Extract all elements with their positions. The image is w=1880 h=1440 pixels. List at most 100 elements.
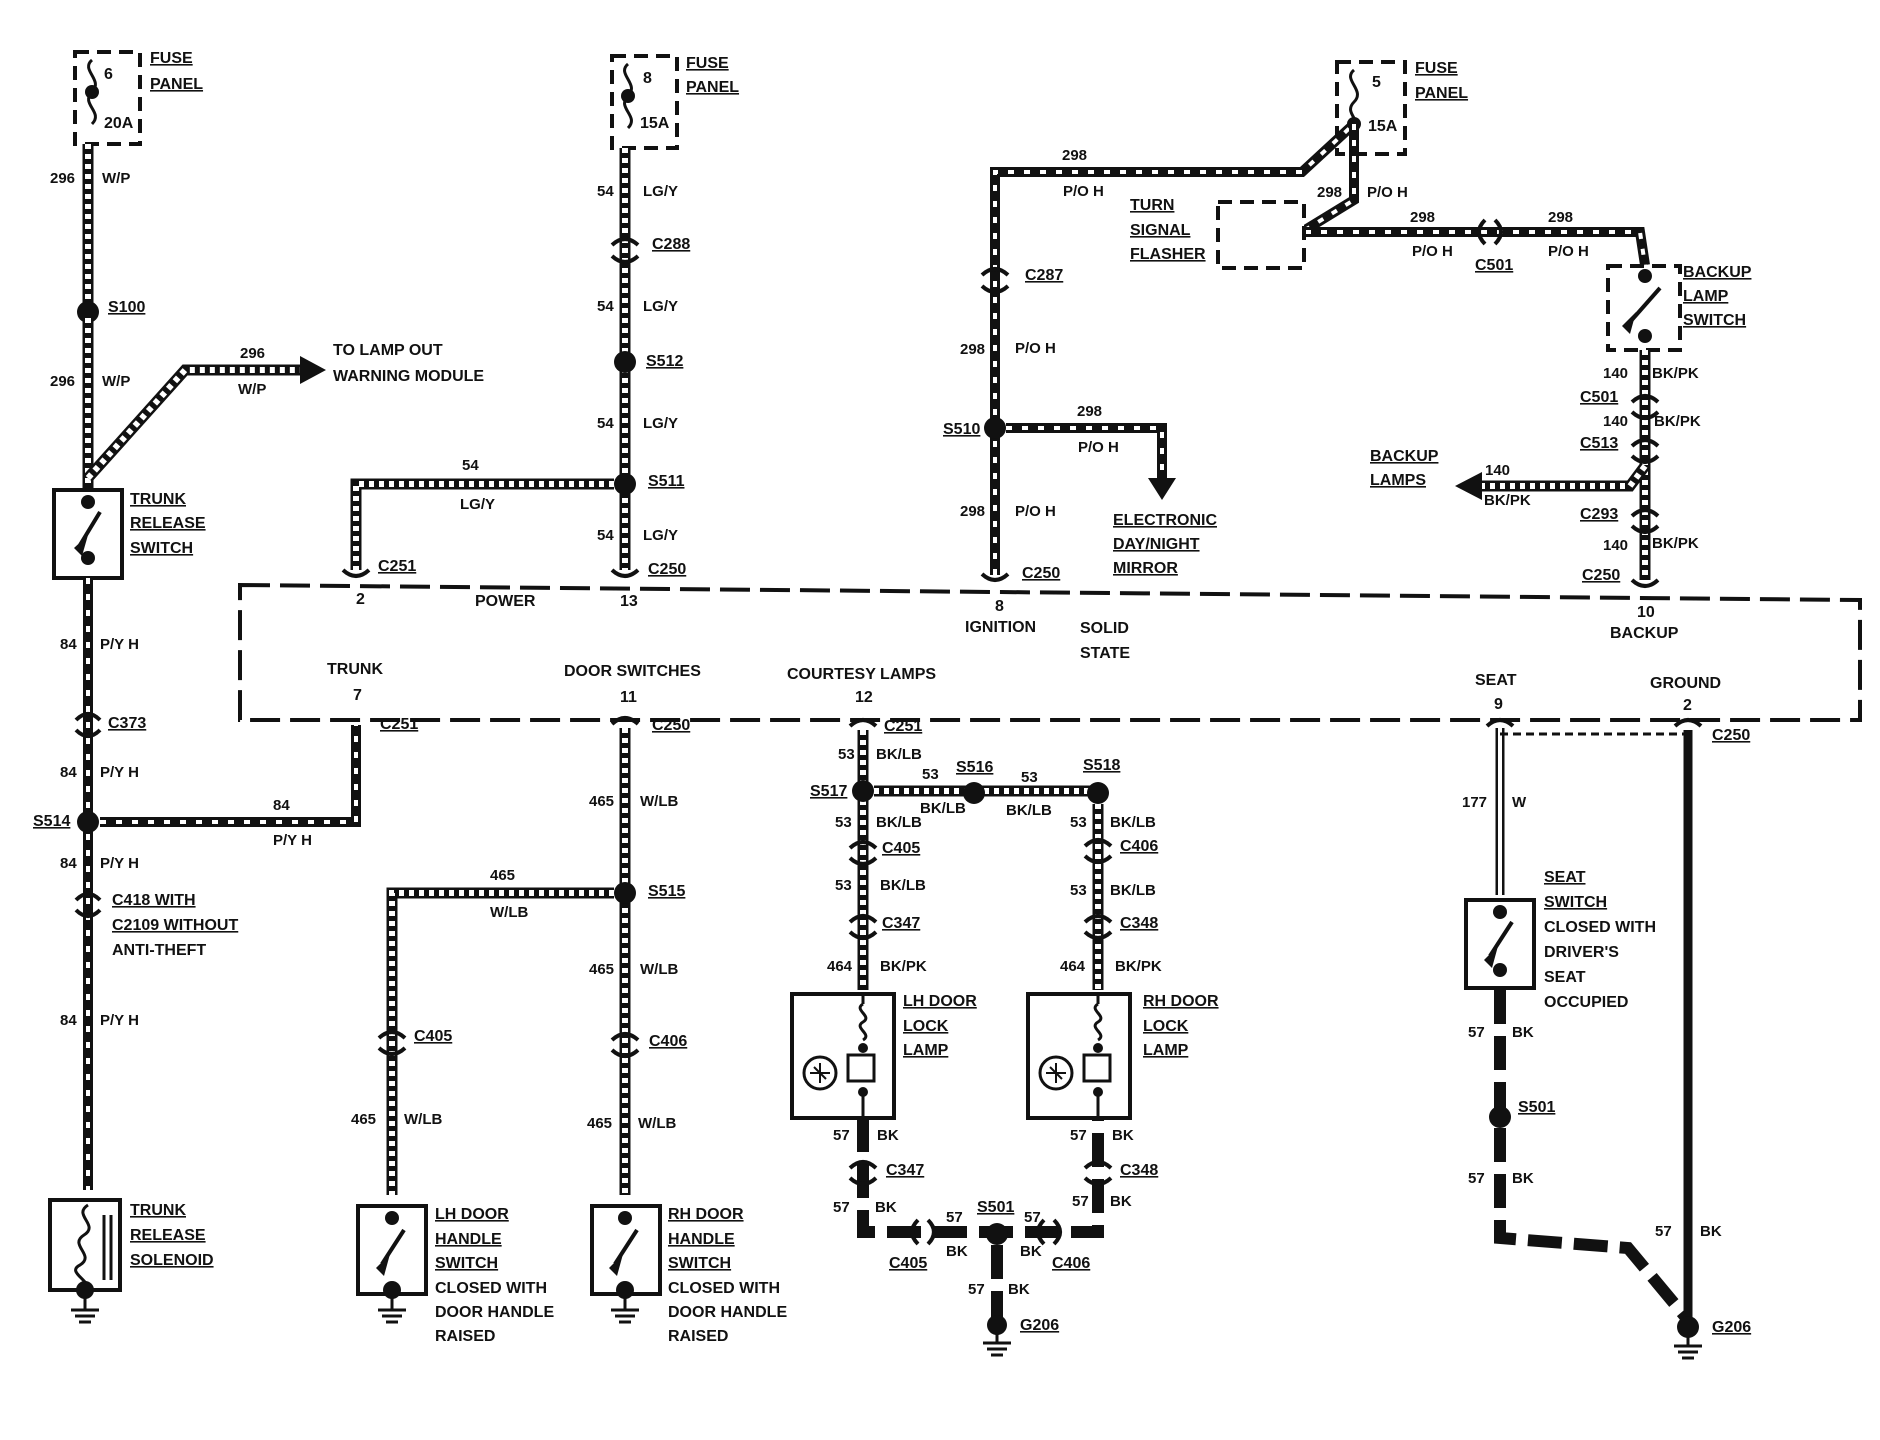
pin-7: 7: [353, 687, 362, 704]
c406-lamp-label: C406: [1120, 838, 1158, 855]
c501-flasher-label: C501: [1475, 257, 1513, 274]
arrow-mirror: [1148, 478, 1176, 500]
connector-c406-lamp: [1083, 838, 1113, 864]
rh-handle-label-3: SWITCH: [668, 1255, 731, 1272]
seat-sw-label-6: OCCUPIED: [1544, 994, 1628, 1011]
wire-57-num-6: 57: [1072, 1193, 1089, 1210]
rh-door-handle-switch: [590, 1204, 662, 1299]
connector-c513: [1630, 438, 1660, 464]
lh-handle-label-2: HANDLE: [435, 1231, 502, 1248]
seat-sw-label-2: SWITCH: [1544, 894, 1607, 911]
fuse-5-label-2: PANEL: [1415, 85, 1468, 102]
lamp-out-label-2: WARNING MODULE: [333, 368, 484, 385]
fuse-8-label-1: FUSE: [686, 55, 729, 72]
lh-door-lock-lamp: [790, 992, 896, 1120]
wire-298-num-3: 298: [1077, 403, 1102, 420]
connector-c373: [74, 712, 102, 738]
connector-c250-pin13: [610, 568, 640, 578]
c348-lower-label: C348: [1120, 1162, 1158, 1179]
wire-57-color-6: BK: [1110, 1193, 1132, 1210]
wire-296-num-3: 296: [240, 345, 265, 362]
wire-53-color-7: BK/LB: [1110, 882, 1156, 899]
wire-53-num-3: 53: [1021, 769, 1038, 786]
svg-text:20A: 20A: [104, 115, 134, 132]
wire-53-color-3: BK/LB: [1006, 802, 1052, 819]
module-pin2-label: POWER: [475, 593, 536, 610]
wire-57-ground-num: 57: [1655, 1223, 1672, 1240]
rh-door-lock-lamp: [1026, 992, 1132, 1120]
splice-s100: [77, 301, 99, 323]
lamp-out-label-1: TO LAMP OUT: [333, 342, 443, 359]
wire-84-num-1: 84: [60, 636, 77, 653]
ground-icon: [983, 1333, 1011, 1357]
wire-296-color-1: W/P: [102, 170, 130, 187]
wire-53-num-2: 53: [922, 766, 939, 783]
flasher-label-3: FLASHER: [1130, 246, 1206, 263]
s517-label: S517: [810, 783, 847, 800]
pin-11: 11: [620, 689, 637, 706]
s100-label: S100: [108, 299, 145, 316]
connector-c406-ground: [1036, 1218, 1062, 1246]
wire-465-color-4: W/LB: [404, 1111, 442, 1128]
turn-signal-flasher: [1216, 200, 1306, 270]
connector-c347-lower: [848, 1160, 878, 1186]
wire-84-num-3: 84: [273, 797, 290, 814]
ground-icon: [611, 1298, 639, 1324]
ground-icon: [1674, 1336, 1702, 1360]
solenoid-label-3: SOLENOID: [130, 1252, 214, 1269]
wire-84-num-5: 84: [60, 1012, 77, 1029]
module-ground-label: GROUND: [1650, 675, 1721, 692]
s501-seat-label: S501: [1518, 1099, 1555, 1116]
wire-57-num-2: 57: [1070, 1127, 1087, 1144]
wire-298-num-2: 298: [960, 341, 985, 358]
connector-c347-upper: [848, 914, 878, 940]
wire-84-num-4: 84: [60, 855, 77, 872]
trunk-sw-label-1: TRUNK: [130, 491, 186, 508]
wire-298-num-7: 298: [1548, 209, 1573, 226]
wire-296-num-1: 296: [50, 170, 75, 187]
conn-c250-2: C250: [1712, 727, 1750, 744]
wire-53-color-2: BK/LB: [920, 800, 966, 817]
wire-464-color-2: BK/PK: [1115, 958, 1162, 975]
s501-lamp-label: S501: [977, 1199, 1014, 1216]
trunk-release-solenoid: [48, 1198, 122, 1299]
wire-57-seat-num-2: 57: [1468, 1170, 1485, 1187]
seat-sw-label-5: SEAT: [1544, 969, 1586, 986]
splice-s501-seat: [1489, 1106, 1511, 1128]
wire-84-color-5: P/Y H: [100, 1012, 139, 1029]
wire-296-color-3: W/P: [238, 381, 266, 398]
wire-57-num-7: 57: [968, 1281, 985, 1298]
pin-10: 10: [1637, 604, 1655, 621]
wire-57-num-4: 57: [946, 1209, 963, 1226]
wire-465-color-1: W/LB: [640, 793, 678, 810]
c501-backup-label: C501: [1580, 389, 1618, 406]
connector-c405-lamp: [848, 840, 878, 866]
module-trunk-label: TRUNK: [327, 661, 383, 678]
wire-84-color-4: P/Y H: [100, 855, 139, 872]
wire-140-num-4: 140: [1603, 537, 1628, 554]
c406-ground-label: C406: [1052, 1255, 1090, 1272]
pin-2-top: 2: [356, 591, 365, 608]
flasher-label-2: SIGNAL: [1130, 222, 1191, 239]
c418-label-3: ANTI-THEFT: [112, 942, 206, 959]
seat-sw-label-3: CLOSED WITH: [1544, 919, 1656, 936]
fuse-8-label-2: PANEL: [686, 79, 739, 96]
wire-53-num-5: 53: [1070, 814, 1087, 831]
wire-54-color-4: LG/Y: [460, 496, 495, 513]
rh-handle-label-2: HANDLE: [668, 1231, 735, 1248]
conn-c250-8: C250: [1022, 565, 1060, 582]
connector-c405-ground: [910, 1218, 936, 1246]
svg-text:6: 6: [104, 66, 113, 83]
wire-84-color-3: P/Y H: [273, 832, 312, 849]
mirror-label-1: ELECTRONIC: [1113, 512, 1217, 529]
wire-54-to-module: [350, 478, 614, 570]
backup-sw-label-1: BACKUP: [1683, 264, 1752, 281]
wire-140-color-1: BK/PK: [1652, 365, 1699, 382]
connector-c501-flasher: [1477, 218, 1503, 246]
fuse-8: 8 15A: [610, 54, 679, 150]
lh-lamp-label-3: LAMP: [903, 1042, 949, 1059]
splice-s501-lamp: [986, 1223, 1008, 1245]
splice-s512: [614, 351, 636, 373]
wire-57-num-3: 57: [833, 1199, 850, 1216]
wire-53-num-4: 53: [835, 814, 852, 831]
